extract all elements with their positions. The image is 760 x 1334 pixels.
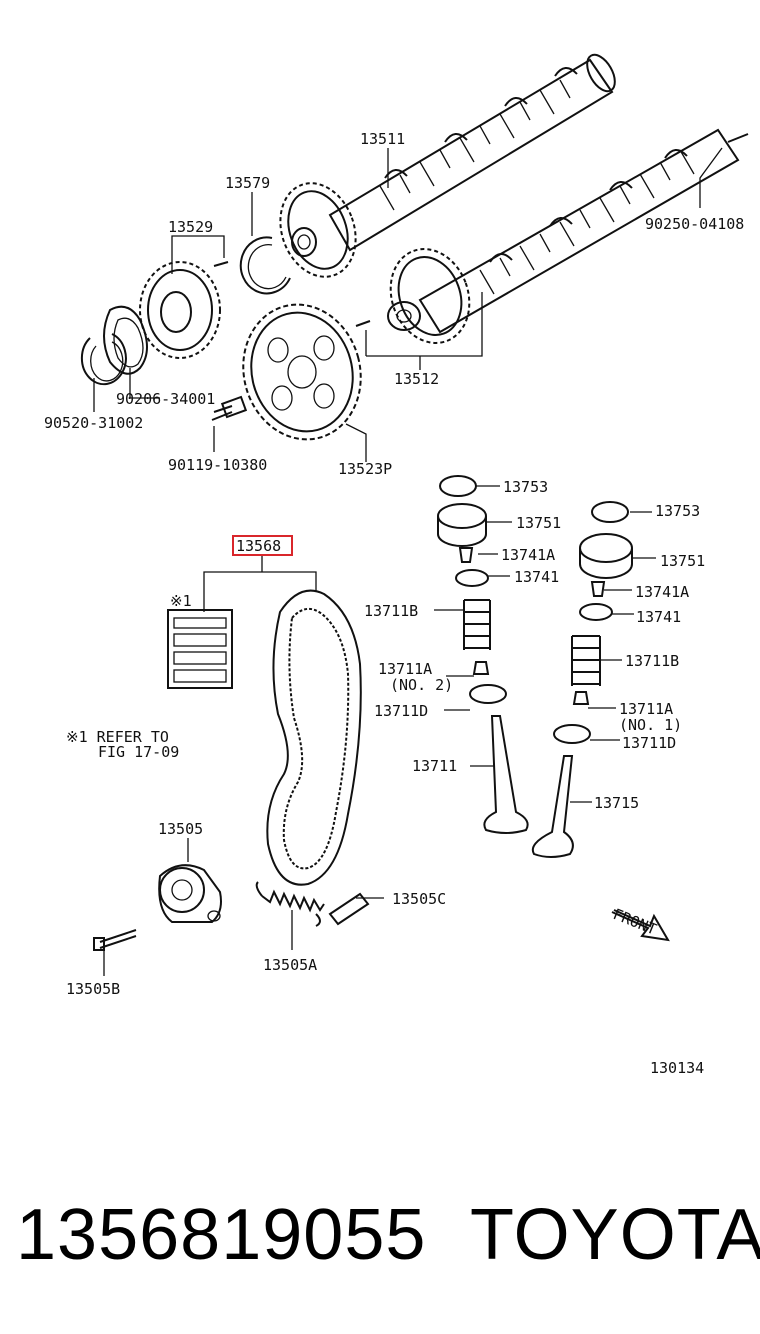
label-13711B-left[interactable]: 13711B bbox=[625, 652, 679, 670]
valve-retainer-2[interactable] bbox=[579, 603, 613, 621]
label-13711A-left[interactable]: 13711A bbox=[619, 700, 673, 718]
intake-valve[interactable] bbox=[483, 715, 529, 834]
label-13711A-no2: (NO. 2) bbox=[390, 676, 453, 694]
footer: 1356819055 TOYOTA bbox=[0, 1190, 760, 1280]
label-13505A[interactable]: 13505A bbox=[263, 956, 317, 974]
label-13505B[interactable]: 13505B bbox=[66, 980, 120, 998]
part-number: 1356819055 bbox=[16, 1195, 427, 1275]
label-ref-mark: ※1 bbox=[170, 592, 192, 610]
valve-retainer-1[interactable] bbox=[455, 569, 489, 587]
label-13715[interactable]: 13715 bbox=[594, 794, 639, 812]
valve-stem-seal-1[interactable] bbox=[469, 684, 507, 704]
label-13512[interactable]: 13512 bbox=[394, 370, 439, 388]
label-13711D-right[interactable]: 13711D bbox=[374, 702, 428, 720]
label-13751-left[interactable]: 13751 bbox=[660, 552, 705, 570]
label-13505[interactable]: 13505 bbox=[158, 820, 203, 838]
note-refer-line1: ※1 REFER TO bbox=[66, 728, 169, 746]
valve-keeper-2[interactable] bbox=[590, 581, 606, 597]
label-13579[interactable]: 13579 bbox=[225, 174, 270, 192]
leader-lines bbox=[93, 147, 723, 976]
label-13511[interactable]: 13511 bbox=[360, 130, 405, 148]
figure-number: 130134 bbox=[650, 1059, 704, 1077]
camshaft-intake[interactable] bbox=[418, 128, 749, 334]
label-90119-10380[interactable]: 90119-10380 bbox=[168, 456, 267, 474]
tensioner-pushrod[interactable] bbox=[328, 892, 370, 926]
pin-13512[interactable] bbox=[355, 320, 371, 327]
label-13741-left[interactable]: 13741 bbox=[636, 608, 681, 626]
sub-gear[interactable] bbox=[139, 261, 229, 359]
label-13505C[interactable]: 13505C bbox=[392, 890, 446, 908]
label-front: FRONT bbox=[611, 905, 660, 939]
tensioner-spring[interactable] bbox=[255, 881, 325, 927]
parts-diagram: 13511 13579 13529 90250-04108 90206-3400… bbox=[44, 50, 749, 1077]
exhaust-valve[interactable] bbox=[531, 755, 574, 858]
label-13711A-no1: (NO. 1) bbox=[619, 716, 682, 734]
label-13523P[interactable]: 13523P bbox=[338, 460, 392, 478]
valve-lifter-shim-2[interactable] bbox=[591, 501, 629, 523]
valve-spring-2[interactable] bbox=[571, 635, 601, 686]
valve-lifter-1[interactable] bbox=[437, 503, 487, 547]
label-13741A-left[interactable]: 13741A bbox=[635, 583, 689, 601]
label-13741A-right[interactable]: 13741A bbox=[501, 546, 555, 564]
highlight-box-13568 bbox=[232, 535, 293, 556]
timing-belt[interactable] bbox=[266, 589, 362, 886]
label-90520-31002[interactable]: 90520-31002 bbox=[44, 414, 143, 432]
brand-name: TOYOTA bbox=[470, 1195, 760, 1275]
bolt-90119[interactable] bbox=[211, 395, 248, 421]
valve-spring-seat-2[interactable] bbox=[572, 691, 590, 705]
camshaft-gear-intake[interactable] bbox=[378, 238, 482, 354]
snap-ring-13579[interactable] bbox=[239, 236, 291, 295]
camshaft-gear-exhaust[interactable] bbox=[268, 173, 368, 288]
wave-washer[interactable] bbox=[103, 305, 148, 375]
label-13568[interactable]: 13568 bbox=[236, 537, 281, 555]
valve-spring-1[interactable] bbox=[463, 599, 491, 650]
timing-belt-tensioner[interactable] bbox=[158, 864, 222, 923]
label-90206-34001[interactable]: 90206-34001 bbox=[116, 390, 215, 408]
label-13711A-right[interactable]: 13711A bbox=[378, 660, 432, 678]
label-90250-04108[interactable]: 90250-04108 bbox=[645, 215, 744, 233]
front-arrow-icon bbox=[611, 909, 670, 942]
tensioner-bolt[interactable] bbox=[93, 929, 137, 951]
valve-lifter-shim-1[interactable] bbox=[439, 475, 477, 497]
warning-label-sheet[interactable] bbox=[167, 609, 233, 689]
label-13753-left[interactable]: 13753 bbox=[655, 502, 700, 520]
label-13529[interactable]: 13529 bbox=[168, 218, 213, 236]
label-13741-right[interactable]: 13741 bbox=[514, 568, 559, 586]
snap-ring-90520[interactable] bbox=[80, 333, 127, 386]
camshaft-exhaust[interactable] bbox=[328, 50, 621, 252]
valve-spring-seat-1[interactable] bbox=[472, 661, 490, 675]
note-refer-line2: FIG 17-09 bbox=[98, 743, 179, 761]
valve-keeper-1[interactable] bbox=[458, 547, 474, 563]
label-13711[interactable]: 13711 bbox=[412, 757, 457, 775]
label-13753-right[interactable]: 13753 bbox=[503, 478, 548, 496]
label-13751-right[interactable]: 13751 bbox=[516, 514, 561, 532]
label-13711D-left[interactable]: 13711D bbox=[622, 734, 676, 752]
valve-lifter-2[interactable] bbox=[579, 533, 633, 579]
label-13711B-right[interactable]: 13711B bbox=[364, 602, 418, 620]
camshaft-timing-pulley[interactable] bbox=[228, 291, 375, 452]
valve-stem-seal-2[interactable] bbox=[553, 724, 591, 744]
